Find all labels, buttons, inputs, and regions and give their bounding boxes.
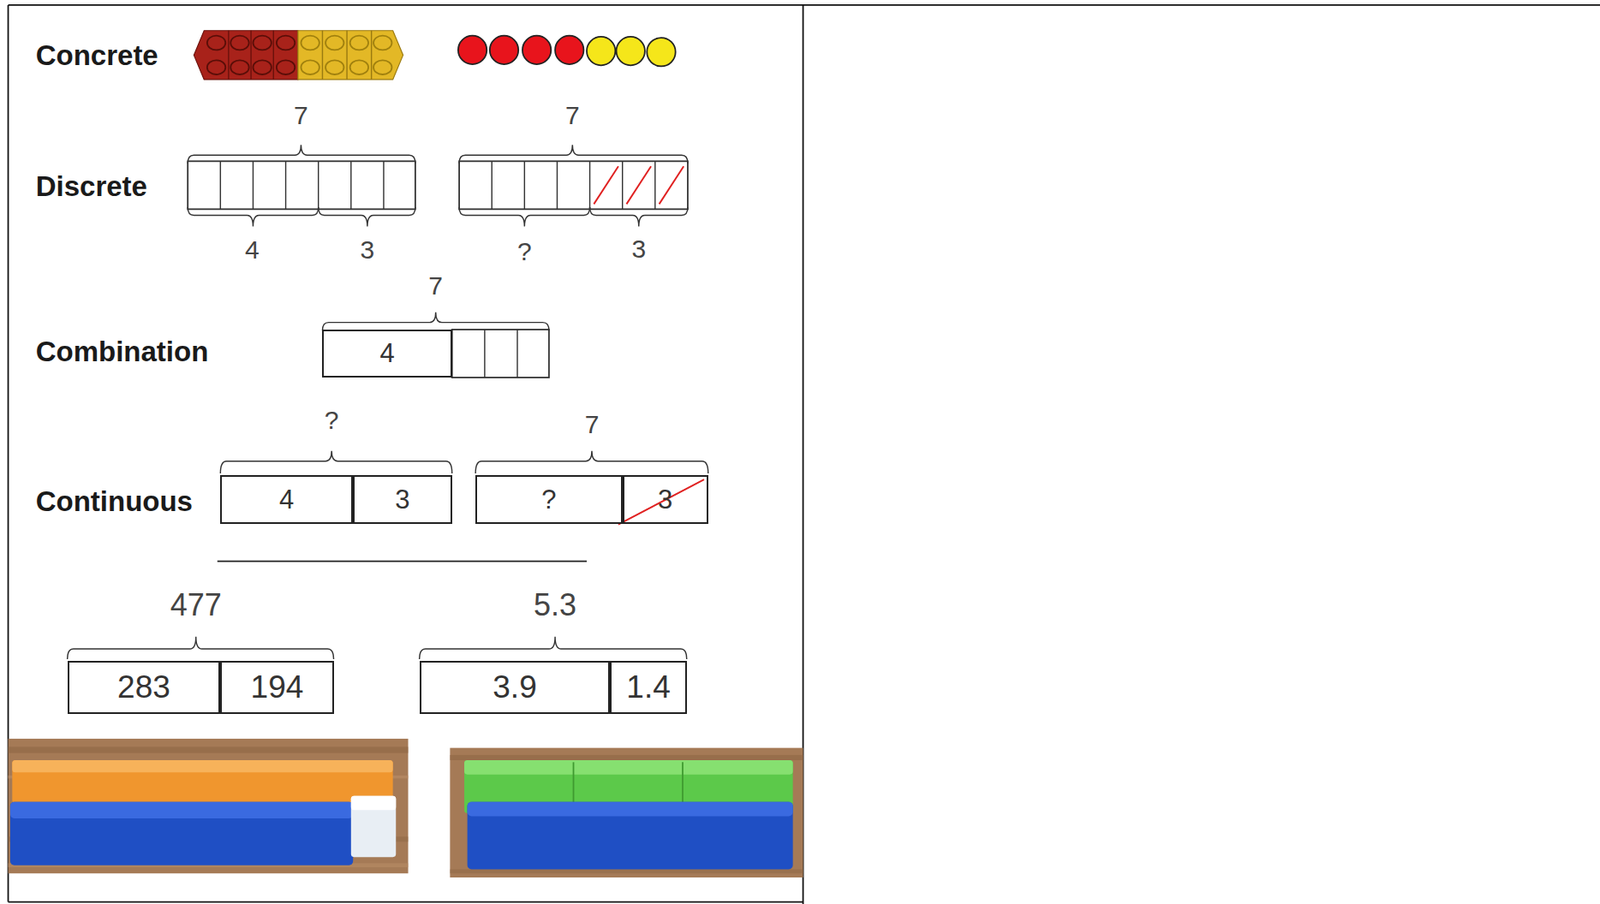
cross-out [593, 166, 684, 204]
segment-value: 194 [250, 669, 305, 706]
bar-segment: 194 [220, 661, 334, 715]
value-label: 5.3 [533, 588, 577, 623]
value-label: 7 [428, 271, 443, 300]
value-label: 7 [293, 101, 309, 130]
counters [458, 35, 676, 67]
row-title: Discrete [35, 171, 148, 203]
row-title: Continuous [35, 486, 193, 518]
segment-value: 3 [657, 484, 673, 516]
bar-segment: 1.4 [609, 661, 687, 715]
bracket [67, 637, 687, 660]
rods-photo [449, 748, 803, 878]
bar-segment: ? [475, 475, 623, 525]
discrete-bar [459, 144, 688, 227]
row-title: Concrete [35, 40, 159, 72]
value-label: 7 [565, 101, 580, 130]
value-label: 7 [585, 410, 600, 439]
row-title: Combination [35, 336, 209, 368]
bar-segment: 3 [352, 475, 453, 525]
value-label: ? [517, 237, 532, 266]
table-frame [8, 5, 1600, 904]
bar-segment: 4 [220, 475, 353, 525]
segment-value: 1.4 [626, 669, 670, 706]
divider [217, 561, 587, 563]
value-label: ? [324, 405, 340, 435]
value-label: 477 [170, 588, 222, 623]
segment-value: 4 [279, 484, 294, 516]
bar-segment: 283 [67, 661, 221, 715]
segment-value: 3.9 [492, 669, 537, 706]
combination-bar [322, 312, 549, 378]
value-label: 3 [360, 235, 376, 264]
segment-value: 4 [379, 338, 395, 370]
rods-photo [8, 739, 409, 874]
bar-segment: 3.9 [419, 661, 611, 715]
segment-value: 283 [117, 669, 171, 706]
cross-out [618, 479, 705, 525]
value-label: 3 [631, 234, 646, 263]
bar-segment: 3 [622, 475, 709, 525]
segment-value: ? [541, 484, 556, 516]
value-label: 4 [244, 235, 260, 264]
bracket [220, 451, 708, 474]
segment-value: 3 [394, 484, 410, 516]
discrete-bar [187, 144, 416, 227]
cube-stick [193, 30, 403, 80]
bar-segment: 4 [322, 329, 452, 378]
